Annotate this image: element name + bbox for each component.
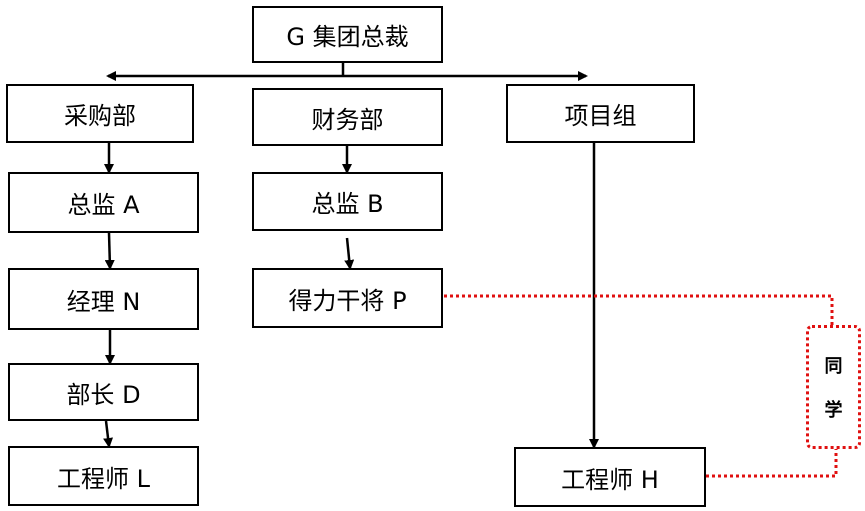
director-b-box: 总监 B [252,172,443,231]
manager-n-box: 经理 N [8,268,199,330]
head-d-box: 部长 D [8,363,199,421]
arrow-head-engineer [103,420,114,448]
arrow-director-manager [104,232,115,270]
relation-label-2: 学 [824,400,843,421]
arrow-director-staff [344,237,355,270]
director-a-box: 总监 A [8,172,199,233]
finance-box: 财务部 [252,88,443,146]
project-box: 项目组 [506,84,695,143]
classmate-relation-box: 同 学 [806,325,861,449]
relation-line-bottom [706,447,838,478]
ceo-box: G 集团总裁 [252,6,443,63]
engineer-l-box: 工程师 L [8,446,199,506]
staff-p-box: 得力干将 P [252,268,443,328]
engineer-h-box: 工程师 H [514,447,706,507]
relation-line-top [444,294,834,327]
purchasing-box: 采购部 [6,84,194,143]
relation-label-1: 同 [824,356,843,377]
